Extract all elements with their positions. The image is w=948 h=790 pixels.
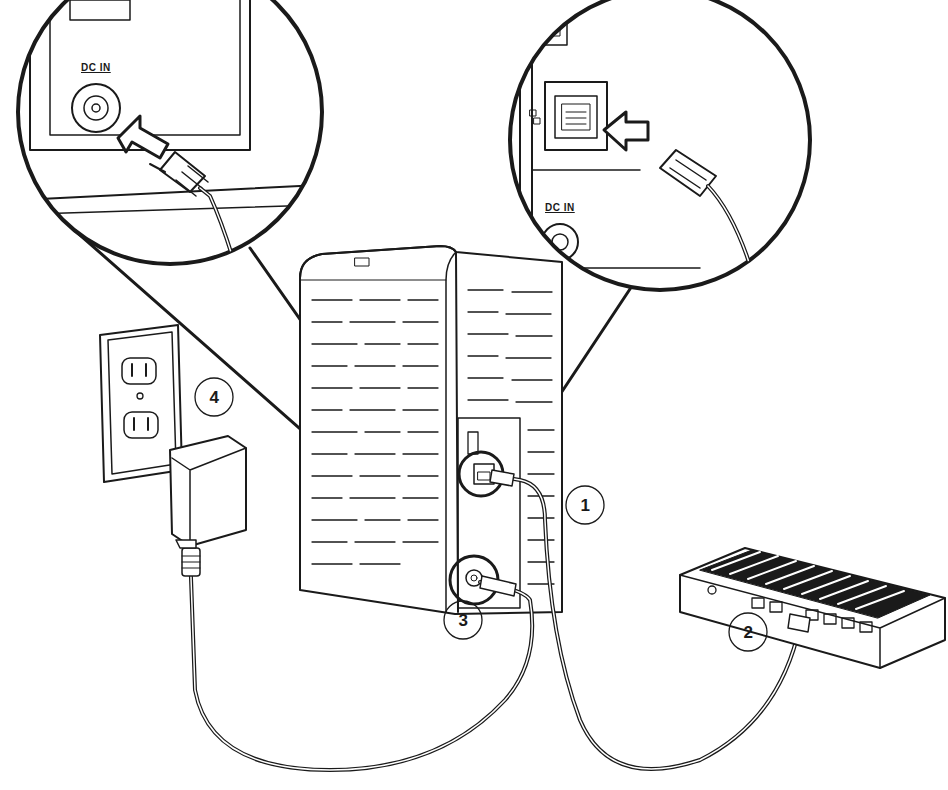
callout-number: 1 [581, 497, 590, 514]
nas-device [300, 246, 562, 614]
ferrite-bead [182, 548, 200, 576]
callout-number: 4 [210, 389, 219, 406]
port-label: DC IN [545, 203, 575, 213]
power-adapter [170, 436, 246, 548]
callout-circle [195, 378, 233, 416]
power-cable [190, 550, 532, 770]
network-router [680, 548, 945, 668]
detail-inset [0, 0, 322, 320]
detail-inset [510, 0, 810, 300]
port-label: DC IN [81, 63, 111, 73]
callout-number: 3 [459, 612, 468, 629]
callout-number: 2 [744, 624, 753, 641]
callout-circle [444, 601, 482, 639]
callout-circle [729, 613, 767, 651]
callout-circle [566, 486, 604, 524]
